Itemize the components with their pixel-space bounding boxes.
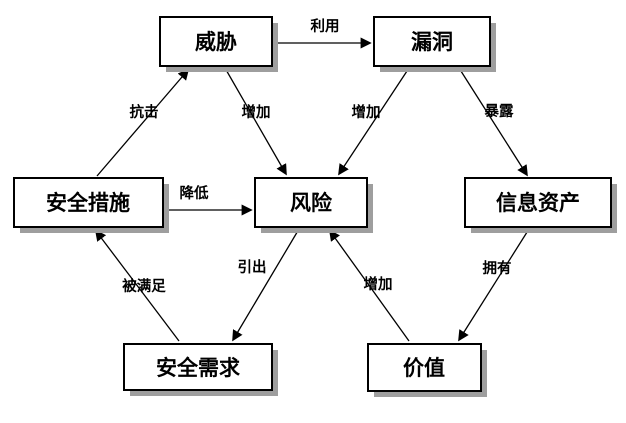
edge-risk-to-security-requirements: 引出 xyxy=(232,228,300,342)
edge-vulnerability-to-information-assets: 暴露 xyxy=(458,67,528,177)
node-vulnerability: 漏洞 xyxy=(373,16,496,72)
edge-security-measures-to-risk: 降低 xyxy=(165,184,253,216)
node-risk-label: 风险 xyxy=(290,191,333,215)
edge-label-be-satisfied: 被满足 xyxy=(122,277,166,295)
node-security-requirements-label: 安全需求 xyxy=(156,356,240,380)
edge-label-lead-to: 引出 xyxy=(238,258,267,276)
edge-label-increase-2: 增加 xyxy=(352,103,381,121)
edge-label-reduce: 降低 xyxy=(180,184,209,202)
edge-label-exploit: 利用 xyxy=(311,17,340,35)
edge-vulnerability-to-risk: 增加 xyxy=(338,67,410,176)
edge-threat-to-risk: 增加 xyxy=(224,67,287,176)
edge-security-measures-to-threat: 抗击 xyxy=(96,68,190,177)
node-security-measures-label: 安全措施 xyxy=(46,191,130,215)
node-threat-label: 威胁 xyxy=(195,30,237,54)
node-security-requirements: 安全需求 xyxy=(123,343,278,396)
edge-label-resist: 抗击 xyxy=(130,103,159,121)
edge-label-possess: 拥有 xyxy=(483,259,512,277)
edge-security-requirements-to-security-measures: 被满足 xyxy=(95,229,180,342)
node-security-measures: 安全措施 xyxy=(13,177,169,233)
node-vulnerability-label: 漏洞 xyxy=(411,30,453,54)
edge-threat-to-vulnerability: 利用 xyxy=(272,17,372,49)
node-value: 价值 xyxy=(367,343,487,397)
edge-information-assets-to-value: 拥有 xyxy=(458,228,530,342)
node-risk: 风险 xyxy=(254,177,373,233)
node-value-label: 价值 xyxy=(403,356,445,380)
edge-label-expose: 暴露 xyxy=(485,102,514,120)
edge-label-increase-1: 增加 xyxy=(242,103,271,121)
edge-value-to-risk: 增加 xyxy=(329,229,410,342)
node-information-assets: 信息资产 xyxy=(464,177,617,233)
edge-label-increase-3: 增加 xyxy=(364,275,393,293)
node-threat: 威胁 xyxy=(159,16,278,72)
node-information-assets-label: 信息资产 xyxy=(496,191,580,215)
